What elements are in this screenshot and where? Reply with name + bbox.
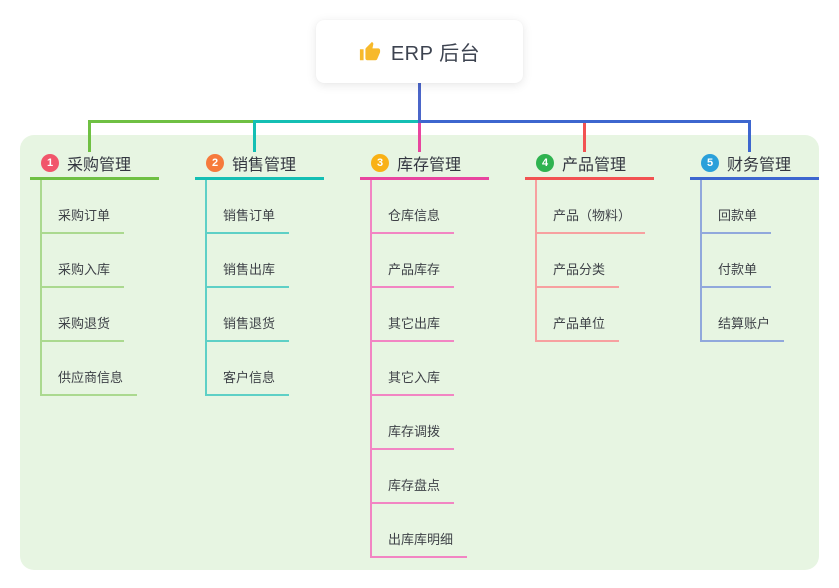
branch-children: 销售订单销售出库销售退货客户信息: [205, 180, 355, 396]
child-node[interactable]: 其它出库: [372, 313, 455, 342]
drop-line-branch5: [748, 120, 751, 152]
branch: 1 采购管理 采购订单采购入库采购退货供应商信息: [30, 148, 190, 396]
drop-line-branch2: [253, 120, 256, 152]
child-node[interactable]: 产品单位: [537, 313, 620, 342]
child-node[interactable]: 供应商信息: [42, 367, 138, 396]
branch-number-badge: 1: [41, 153, 59, 172]
child-node[interactable]: 采购订单: [42, 205, 125, 234]
branch: 2 销售管理 销售订单销售出库销售退货客户信息: [195, 148, 355, 396]
child-node-row: 库存盘点: [370, 450, 520, 504]
branch-label: 财务管理: [727, 156, 792, 174]
root-connector-line: [418, 83, 421, 123]
child-node[interactable]: 销售退货: [207, 313, 290, 342]
child-node[interactable]: 客户信息: [207, 367, 290, 396]
child-node-row: 采购订单: [40, 180, 190, 234]
child-node[interactable]: 结算账户: [702, 313, 785, 342]
child-node[interactable]: 其它入库: [372, 367, 455, 396]
child-node-row: 销售出库: [205, 234, 355, 288]
root-title: ERP 后台: [390, 43, 481, 65]
branch-number-badge: 4: [536, 153, 554, 172]
branch-header[interactable]: 2 销售管理: [195, 148, 324, 180]
child-node-row: 仓库信息: [370, 180, 520, 234]
child-node-row: 产品库存: [370, 234, 520, 288]
child-node[interactable]: 采购退货: [42, 313, 125, 342]
child-node-row: 客户信息: [205, 342, 355, 396]
branch-label: 采购管理: [67, 156, 132, 174]
branch: 4 产品管理 产品（物料） 产品分类产品单位: [525, 148, 685, 342]
child-node-row: 结算账户: [700, 288, 839, 342]
branch: 5 财务管理 回款单付款单结算账户: [690, 148, 839, 342]
child-node-row: 销售订单: [205, 180, 355, 234]
child-node[interactable]: 产品分类: [537, 259, 620, 288]
child-node-row: 产品分类: [535, 234, 685, 288]
child-node[interactable]: 产品库存: [372, 259, 455, 288]
child-node[interactable]: 销售订单: [207, 205, 290, 234]
branches-panel: [20, 135, 819, 570]
child-node-row: 产品（物料）: [535, 180, 685, 234]
child-node-row: 出库库明细: [370, 504, 520, 558]
branch-label: 销售管理: [232, 156, 297, 174]
branch-children: 采购订单采购入库采购退货供应商信息: [40, 180, 190, 396]
child-node-row: 回款单: [700, 180, 839, 234]
bus-segment-branch2: [253, 120, 421, 123]
branch-children: 仓库信息产品库存其它出库其它入库库存调拨库存盘点出库库明细: [370, 180, 520, 558]
child-node[interactable]: 采购入库: [42, 259, 125, 288]
child-node-row: 其它出库: [370, 288, 520, 342]
branch-number-badge: 2: [206, 153, 224, 172]
branch-children: 产品（物料） 产品分类产品单位: [535, 180, 685, 342]
child-node[interactable]: 出库库明细: [372, 529, 468, 558]
branch-number-badge: 3: [371, 153, 389, 172]
child-node-row: 采购退货: [40, 288, 190, 342]
drop-line-branch4: [583, 123, 586, 152]
root-node[interactable]: ERP 后台: [316, 20, 523, 83]
branch-header[interactable]: 4 产品管理: [525, 148, 654, 180]
child-node[interactable]: 库存调拨: [372, 421, 455, 450]
child-node[interactable]: 仓库信息: [372, 205, 455, 234]
child-node-row: 采购入库: [40, 234, 190, 288]
child-node[interactable]: 回款单: [702, 205, 772, 234]
branch-children: 回款单付款单结算账户: [700, 180, 839, 342]
branch-header[interactable]: 5 财务管理: [690, 148, 819, 180]
branch-header[interactable]: 3 库存管理: [360, 148, 489, 180]
drop-line-branch3: [418, 123, 421, 152]
child-node-row: 库存调拨: [370, 396, 520, 450]
child-node-row: 供应商信息: [40, 342, 190, 396]
thumbs-up-icon: [359, 41, 381, 63]
branch: 3 库存管理 仓库信息产品库存其它出库其它入库库存调拨库存盘点出库库明细: [360, 148, 520, 558]
branch-number-badge: 5: [701, 153, 719, 172]
child-node-row: 付款单: [700, 234, 839, 288]
branch-header[interactable]: 1 采购管理: [30, 148, 159, 180]
branch-label: 库存管理: [397, 156, 462, 174]
child-node[interactable]: 产品（物料）: [537, 205, 646, 234]
branch-label: 产品管理: [562, 156, 627, 174]
child-node-row: 销售退货: [205, 288, 355, 342]
bus-segment-branch5: [418, 120, 751, 123]
drop-line-branch1: [88, 120, 91, 152]
child-node-row: 产品单位: [535, 288, 685, 342]
child-node[interactable]: 库存盘点: [372, 475, 455, 504]
child-node[interactable]: 付款单: [702, 259, 772, 288]
child-node[interactable]: 销售出库: [207, 259, 290, 288]
child-node-row: 其它入库: [370, 342, 520, 396]
